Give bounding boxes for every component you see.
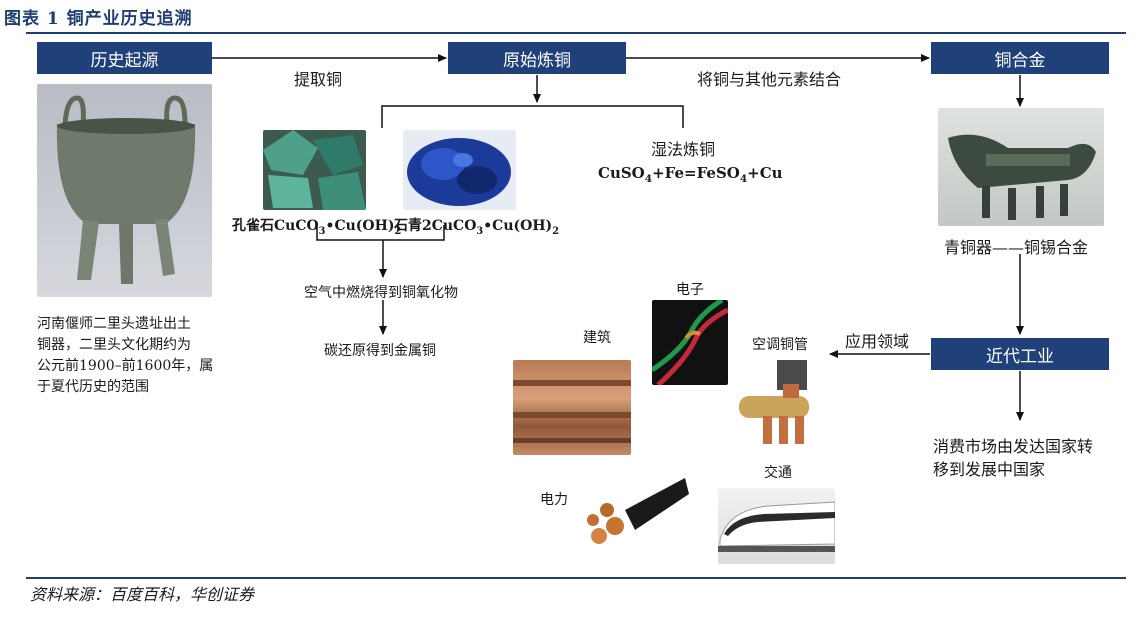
cable-icon: [587, 478, 689, 544]
construction-photo: [513, 360, 631, 455]
bronze-vessel-photo: [938, 108, 1104, 226]
train-icon: [718, 501, 835, 552]
transport-photo: [718, 488, 835, 564]
construction-label: 建筑: [583, 330, 611, 346]
modern-industry-box: 近代工业: [931, 338, 1109, 370]
electronics-photo: [652, 300, 728, 385]
bronze-vessel-icon: [948, 134, 1096, 220]
combine-elements-label: 将铜与其他元素结合: [697, 70, 842, 89]
electronics-label: 电子: [676, 282, 704, 298]
top-rule: [26, 32, 1126, 34]
history-origin-box: 历史起源: [37, 42, 212, 74]
application-fields-label: 应用领域: [845, 332, 910, 351]
wire-icon: [652, 300, 728, 385]
raw-smelting-box: 原始炼铜: [448, 42, 626, 74]
history-note-line: 于夏代历史的范围: [37, 379, 149, 395]
wet-smelting-formula: CuSO4+Fe=FeSO4+Cu: [598, 164, 783, 185]
ac-pipe-label: 空调铜管: [752, 337, 808, 353]
process-step1: 空气中燃烧得到铜氧化物: [304, 285, 458, 301]
market-note-line: 消费市场由发达国家转: [933, 437, 1094, 456]
market-note: 消费市场由发达国家转 移到发展中国家: [933, 435, 1093, 481]
history-note-line: 铜器，二里头文化期约为: [37, 337, 191, 353]
process-step2: 碳还原得到金属铜: [324, 343, 436, 359]
history-note-line: 公元前1900–前1600年，属: [37, 358, 214, 374]
bronze-ding-icon: [56, 95, 196, 284]
azurite-label: 石青2CuCO3•Cu(OH)2: [394, 218, 560, 237]
extract-copper-label: 提取铜: [294, 70, 343, 89]
malachite-label: 孔雀石CuCO3•Cu(OH)2: [232, 218, 402, 237]
malachite-photo: [263, 130, 366, 210]
market-note-line: 移到发展中国家: [933, 460, 1046, 479]
copper-alloy-box: 铜合金: [931, 42, 1109, 74]
bottom-rule: [26, 577, 1126, 579]
mineral-bracket: [316, 225, 445, 241]
figure-title: 图表 1 铜产业历史追溯: [4, 9, 193, 29]
wet-smelting-label: 湿法炼铜: [651, 140, 716, 159]
transport-label: 交通: [764, 465, 792, 481]
history-note: 河南偃师二里头遗址出土 铜器，二里头文化期约为 公元前1900–前1600年，属…: [37, 314, 213, 398]
malachite-icon: [263, 130, 366, 210]
valve-icon: [739, 360, 809, 444]
history-note-line: 河南偃师二里头遗址出土: [37, 316, 191, 332]
power-label: 电力: [540, 492, 568, 508]
ac-pipe-photo: [733, 356, 823, 448]
azurite-photo: [403, 130, 516, 210]
source-note: 资料来源：百度百科，华创证券: [30, 585, 255, 604]
power-photo: [585, 470, 689, 548]
copper-sheet-icon: [513, 380, 631, 443]
branch-bracket: [381, 105, 684, 128]
azurite-icon: [407, 138, 511, 206]
bronze-caption: 青铜器——铜锡合金: [944, 238, 1089, 257]
ancient-vessel-photo: [37, 84, 212, 297]
